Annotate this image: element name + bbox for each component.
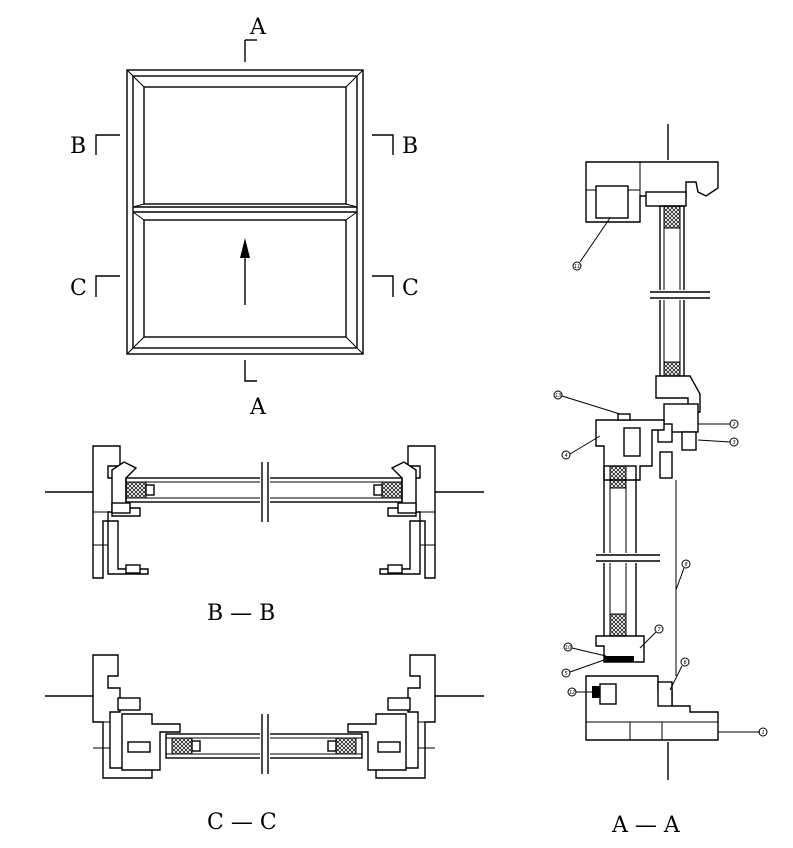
svg-text:11: 11 bbox=[574, 264, 580, 270]
svg-text:2: 2 bbox=[733, 422, 736, 428]
section-cc-title: C — C bbox=[207, 810, 277, 835]
callout-11: 11 bbox=[572, 217, 611, 271]
svg-text:3: 3 bbox=[733, 440, 736, 446]
upper-pane bbox=[143, 86, 347, 205]
svg-text:10: 10 bbox=[565, 645, 571, 651]
callout-8: 8 bbox=[675, 559, 691, 591]
section-mark-b-right: B bbox=[372, 134, 418, 159]
callout-3: 3 bbox=[697, 437, 739, 447]
svg-text:8: 8 bbox=[685, 562, 688, 568]
window-elevation: A A B B C C bbox=[70, 15, 419, 420]
slide-up-arrow-icon bbox=[240, 238, 250, 305]
section-mark-c-right: C bbox=[372, 275, 419, 301]
svg-text:C: C bbox=[402, 276, 419, 301]
callout-2: 2 bbox=[698, 419, 739, 429]
svg-text:C: C bbox=[70, 276, 87, 301]
svg-text:A: A bbox=[249, 395, 267, 420]
section-cc: C — C bbox=[45, 654, 484, 835]
callout-13: 13 bbox=[553, 390, 621, 415]
svg-text:B: B bbox=[402, 134, 418, 159]
callout-10: 10 bbox=[563, 642, 607, 657]
lower-pane bbox=[143, 219, 347, 338]
callout-4: 4 bbox=[561, 435, 601, 460]
section-mark-b-left: B bbox=[70, 134, 120, 159]
section-mark-a-bottom: A bbox=[244, 360, 267, 420]
callout-5: 5 bbox=[561, 659, 605, 678]
section-aa: A — A 1 2 3 4 5 6 bbox=[553, 124, 768, 838]
svg-text:12: 12 bbox=[569, 690, 575, 696]
callout-6: 6 bbox=[669, 657, 690, 691]
section-bb: B — B bbox=[45, 445, 484, 626]
section-mark-c-left: C bbox=[70, 275, 120, 301]
svg-text:1: 1 bbox=[762, 730, 765, 736]
svg-text:A: A bbox=[249, 15, 267, 40]
svg-text:13: 13 bbox=[555, 393, 561, 399]
callout-1: 1 bbox=[718, 727, 768, 737]
svg-text:5: 5 bbox=[565, 671, 568, 677]
section-aa-title: A — A bbox=[611, 813, 681, 838]
svg-text:6: 6 bbox=[684, 660, 687, 666]
section-bb-title: B — B bbox=[207, 601, 275, 626]
svg-text:B: B bbox=[70, 134, 86, 159]
svg-text:7: 7 bbox=[658, 627, 662, 633]
section-mark-a-top: A bbox=[244, 15, 267, 62]
callout-12: 12 bbox=[567, 686, 600, 698]
callout-7: 7 bbox=[639, 624, 664, 649]
svg-text:4: 4 bbox=[565, 453, 568, 459]
